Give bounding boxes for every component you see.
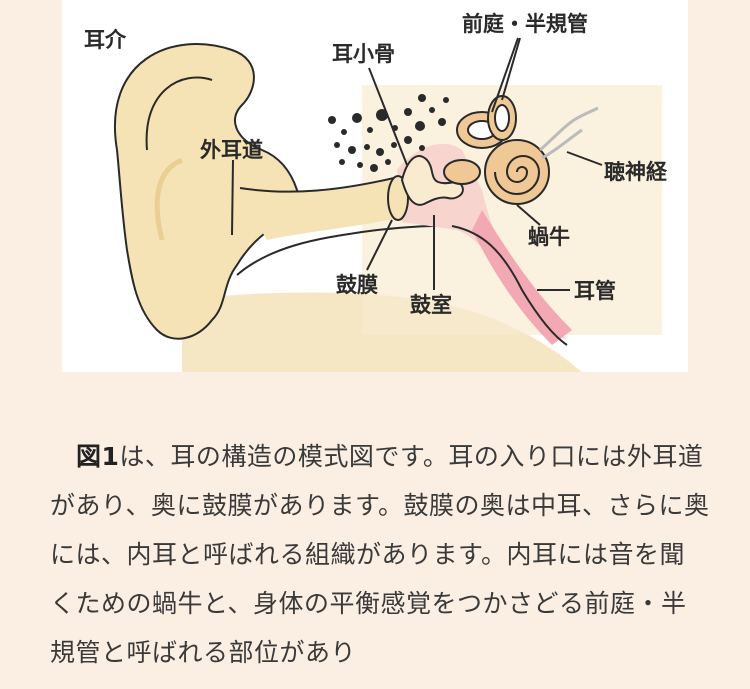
- label-vestibule-canals: 前庭・半規管: [462, 12, 588, 36]
- label-eardrum: 鼓膜: [336, 273, 378, 297]
- bone-texture: [328, 94, 449, 172]
- label-ear-canal: 外耳道: [200, 138, 263, 162]
- label-cochlea: 蝸牛: [528, 225, 570, 249]
- leader-lines: [231, 37, 603, 291]
- article-paragraph: 図1は、耳の構造の模式図です。耳の入り口には外耳道があり、奥に鼓膜があります。鼓…: [50, 432, 710, 677]
- ear-canal-upper-wall: [239, 177, 395, 193]
- auricle-inner-fold: [154, 157, 184, 241]
- eustachian-tube-outline: [451, 225, 568, 346]
- ear-canal-shape: [237, 180, 397, 240]
- label-tympanic-cavity: 鼓室: [410, 293, 452, 317]
- label-eustachian-tube: 耳管: [574, 279, 616, 303]
- article-body: 図1は、耳の構造の模式図です。耳の入り口には外耳道があり、奥に鼓膜があります。鼓…: [50, 432, 710, 677]
- ossicle-bones: [400, 155, 464, 206]
- cochlea-shape: [484, 139, 550, 205]
- vestibule-shape: [443, 159, 481, 185]
- label-auditory-nerve: 聴神経: [604, 160, 667, 184]
- label-auricle: 耳介: [84, 28, 126, 52]
- ear-canal-lower-wall: [236, 224, 453, 276]
- eustachian-tube-shape: [472, 210, 572, 345]
- figure-reference: 図1: [76, 442, 120, 471]
- eardrum-shape: [387, 175, 409, 221]
- auricle-fold: [145, 76, 213, 151]
- semicircular-canals: [456, 95, 517, 149]
- ear-structure-diagram: 耳介 耳小骨 前庭・半規管 外耳道 聴神経 蝸牛 鼓膜 耳管 鼓室: [62, 0, 688, 372]
- auditory-nerve-shape: [539, 106, 599, 160]
- article-text: は、耳の構造の模式図です。耳の入り口には外耳道があり、奥に鼓膜があります。鼓膜の…: [50, 442, 710, 667]
- label-ossicles: 耳小骨: [332, 42, 395, 66]
- ear-illustration: [114, 37, 662, 372]
